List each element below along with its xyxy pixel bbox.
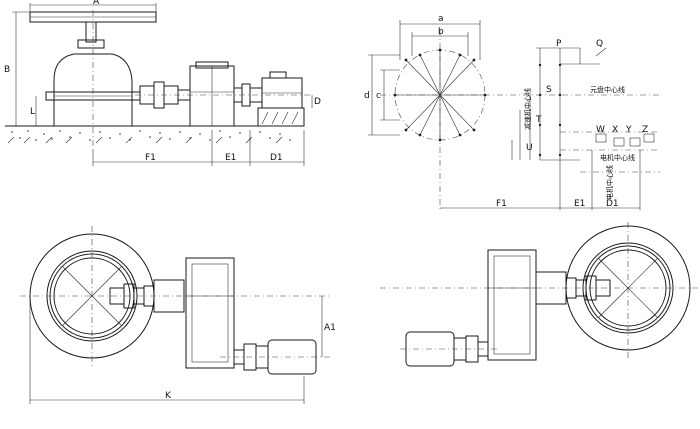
side-dimensions bbox=[12, 3, 313, 166]
dim-q: Q bbox=[596, 39, 603, 49]
dim-z: Z bbox=[642, 125, 648, 135]
dim-x: X bbox=[612, 125, 618, 135]
label-motor-center-2: 电机中心线 bbox=[605, 165, 614, 200]
dim-w: W bbox=[596, 125, 605, 135]
dim-a: a bbox=[438, 14, 444, 24]
dim-s: S bbox=[546, 85, 552, 95]
dim-e1: E1 bbox=[225, 153, 236, 163]
plan-view-right bbox=[380, 222, 700, 367]
gearbox-housing bbox=[53, 53, 133, 127]
dim-y: Y bbox=[625, 125, 632, 135]
dim-t: T bbox=[535, 115, 542, 125]
dim-k: K bbox=[165, 391, 172, 401]
dim-b: B bbox=[4, 65, 10, 75]
dim-d: D bbox=[314, 97, 321, 107]
dim-b-front: b bbox=[438, 27, 444, 37]
label-disc-center: 元盘中心线 bbox=[590, 85, 625, 94]
side-elevation-view: A B L D F1 E1 D1 bbox=[4, 0, 321, 166]
reducer-plan-right bbox=[487, 249, 537, 361]
dim-a-top: A bbox=[93, 0, 100, 7]
dim-f1-front: F1 bbox=[496, 199, 507, 209]
plan-view-left: K A1 bbox=[20, 226, 336, 404]
dim-p: P bbox=[556, 39, 562, 49]
label-motor-center: 电机中心线 bbox=[600, 153, 635, 162]
label-reducer-center: 减速机中心线 bbox=[523, 88, 532, 130]
dim-e1-front: E1 bbox=[574, 199, 585, 209]
ground-hatch bbox=[5, 107, 305, 144]
dim-d-front: d bbox=[364, 91, 370, 101]
dim-d1: D1 bbox=[270, 153, 283, 163]
dim-d1-front: D1 bbox=[606, 199, 619, 209]
dim-u: U bbox=[526, 143, 533, 153]
dim-a1: A1 bbox=[324, 323, 336, 333]
dim-l: L bbox=[30, 107, 35, 117]
dim-c: c bbox=[376, 91, 381, 101]
front-view: a b d c bbox=[364, 14, 660, 210]
reducer-plan bbox=[185, 257, 235, 369]
dim-f1: F1 bbox=[145, 153, 156, 163]
